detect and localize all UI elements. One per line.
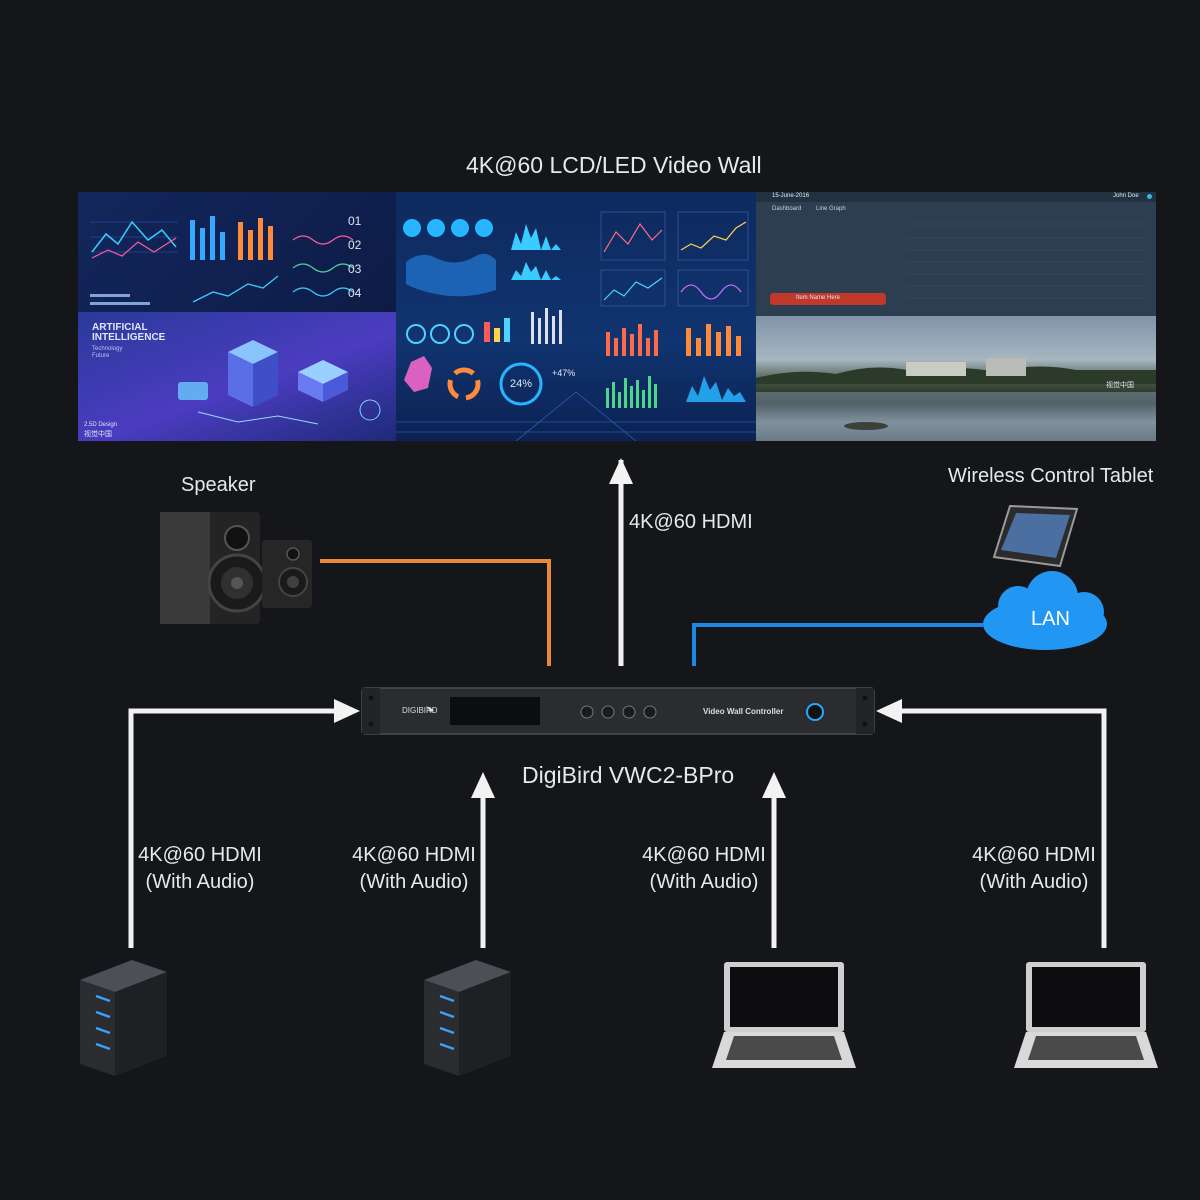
ai-heading-line1: ARTIFICIAL [92,322,148,333]
landscape-photo [756,358,1156,441]
dashboard-user: John Doe [1113,193,1139,199]
speaker-label: Speaker [181,474,256,496]
lan-cable [692,623,983,666]
breadcrumb-dashboard: Dashboard [772,206,802,212]
input-4-arrow [898,708,1107,948]
input-3-line1: 4K@60 HDMI [642,844,766,866]
lan-cloud-icon [983,571,1107,650]
output-label: 4K@60 HDMI [629,511,753,533]
input-1-label: 4K@60 HDMI (With Audio) [130,842,270,896]
lan-label: LAN [1031,608,1070,630]
ai-footer-line2: 视觉中国 [84,431,112,438]
input-3-arrow-head [762,772,786,798]
input-2-arrow-head [471,772,495,798]
laptop-icon-1 [712,962,856,1068]
input-2-label: 4K@60 HDMI (With Audio) [344,842,484,896]
controller-device [361,687,875,735]
input-3-label: 4K@60 HDMI (With Audio) [634,842,774,896]
user-avatar [1147,194,1152,199]
input-4-arrow-head [876,699,902,723]
controller-name: DigiBird VWC2-BPro [522,762,735,788]
input-1-line1: 4K@60 HDMI [138,844,262,866]
ai-footer-line1: 2.5D Design [84,422,118,428]
speaker-icon [160,512,312,624]
tablet-label: Wireless Control Tablet [948,465,1154,487]
controller-brand: DIGIBIRD [402,706,438,715]
photo-watermark: 视觉中国 [1106,382,1134,389]
ai-illustration [178,340,381,425]
input-3-line2: (With Audio) [649,871,759,893]
input-2-line1: 4K@60 HDMI [352,844,476,866]
chart-number-3: 03 [348,262,362,276]
server-icon-2 [424,960,511,1076]
input-1-line2: (With Audio) [145,871,255,893]
dashboard-item-button[interactable]: Item Name Here [770,293,886,305]
controller-panel-text: Video Wall Controller [703,707,784,716]
input-4-line1: 4K@60 HDMI [972,844,1096,866]
gauge-value: 24% [510,378,533,390]
tablet-icon [992,504,1079,568]
infographic-graphics [396,211,756,441]
ai-sub-line2: Future [92,353,110,359]
wall-panel-charts-left: 01 02 03 04 [78,192,396,312]
server-icon-1 [80,960,167,1076]
wall-panel-dashboard: 15-June-2016 John Doe Dashboard Line Gra… [756,192,1156,316]
input-4-label: 4K@60 HDMI (With Audio) [964,842,1104,896]
chart-thumbnails [90,216,354,305]
output-arrow-head [609,458,633,484]
breadcrumb-line-graph: Line Graph [816,206,846,212]
speaker-cable [320,559,551,666]
chart-number-2: 02 [348,238,362,252]
video-wall-title: 4K@60 LCD/LED Video Wall [466,152,762,178]
dashboard-button-label: Item Name Here [796,295,841,301]
input-2-line2: (With Audio) [359,871,469,893]
chart-number-1: 01 [348,214,362,228]
input-1-arrow [128,708,340,948]
laptop-icon-2 [1014,962,1158,1068]
dashboard-graph [906,223,1146,299]
input-4-line2: (With Audio) [979,871,1089,893]
dashboard-date: 15-June-2016 [772,193,810,199]
wall-panel-infographic: 24% +47% [396,192,756,441]
video-wall-display: 01 02 03 04 ARTIFICIAL INTELLIGENCE Tech… [78,192,1156,441]
ai-sub-line1: Technology [92,346,123,352]
chart-number-4: 04 [348,286,362,300]
input-1-arrow-head [334,699,360,723]
wall-panel-photo: 视觉中国 [756,316,1156,441]
delta-value: +47% [552,368,576,378]
ai-heading-line2: INTELLIGENCE [92,332,166,343]
wall-panel-ai: ARTIFICIAL INTELLIGENCE Technology Futur… [78,312,396,441]
